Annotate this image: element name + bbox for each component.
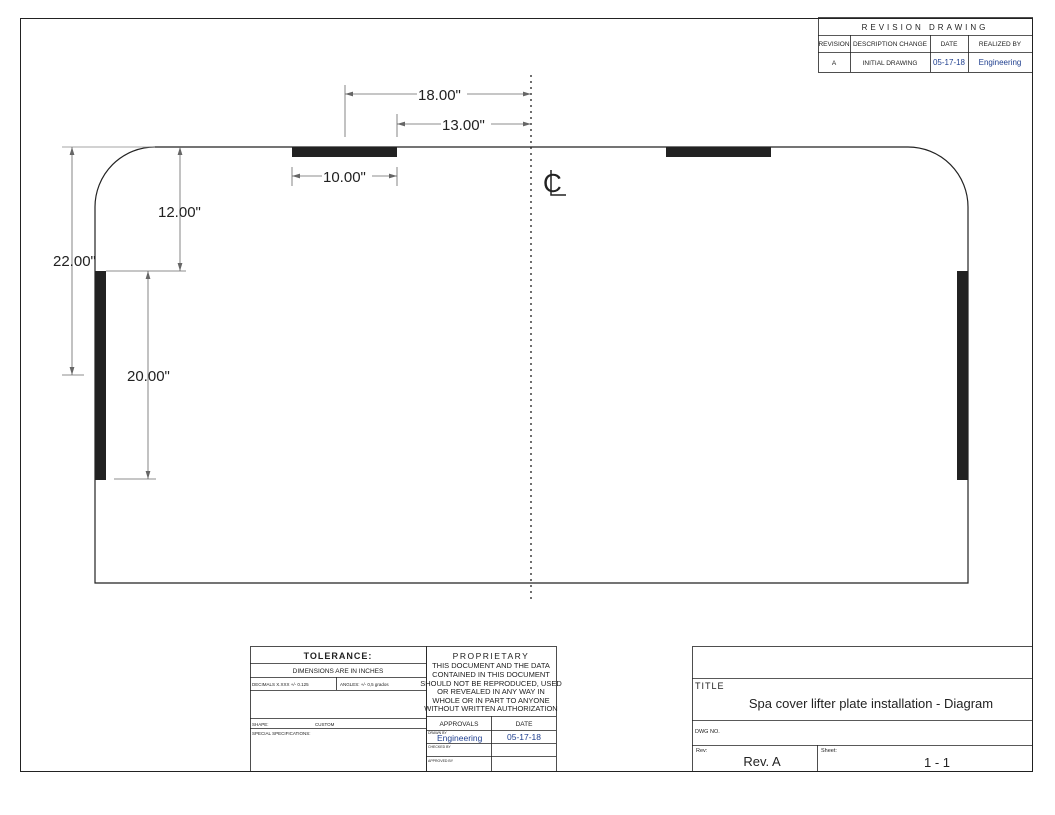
approvals-header: APPROVALS <box>440 721 480 728</box>
proprietary-line: SHOULD NOT BE REPRODUCED, USED <box>420 679 562 688</box>
spa-cover-outline <box>94 146 969 584</box>
checked-by-label: CHECKED BY <box>428 745 451 749</box>
rev-cell-description: INITIAL DRAWING <box>863 60 918 67</box>
shape-label: SHAPE: <box>252 722 269 727</box>
approved-by-label: APPROVED BY <box>428 759 454 763</box>
title-block <box>692 646 1033 772</box>
special-specifications: SPECIAL SPECIFICATIONS: <box>252 731 311 736</box>
dim-13: 13.00" <box>442 117 485 134</box>
plate-top-right <box>666 147 771 157</box>
sheet-value: 1 - 1 <box>924 755 950 770</box>
rev-cell-revision: A <box>832 60 837 67</box>
proprietary-title: PROPRIETARY <box>453 651 530 661</box>
proprietary-line: WHOLE OR IN PART TO ANYONE <box>432 696 549 705</box>
proprietary-line: OR REVEALED IN ANY WAY IN <box>437 687 545 696</box>
drawn-by-label: DRAWN BY <box>428 731 447 735</box>
plate-top-left <box>292 147 397 157</box>
tolerance-units: DIMENSIONS ARE IN INCHES <box>293 668 384 675</box>
tolerance-angles: ANGLES: +/- 0,5 grados <box>340 682 389 687</box>
proprietary-line: CONTAINED IN THIS DOCUMENT <box>432 670 550 679</box>
revision-table-title: REVISION DRAWING <box>862 23 989 32</box>
drawn-by: Engineering <box>437 733 483 743</box>
date-header: DATE <box>516 721 534 728</box>
shape-value: CUSTOM <box>315 722 335 727</box>
proprietary-line: THIS DOCUMENT AND THE DATA <box>432 661 550 670</box>
tolerance-title: TOLERANCE: <box>304 651 373 661</box>
proprietary-line: WITHOUT WRITTEN AUTHORIZATION <box>424 704 557 713</box>
proprietary-block <box>426 646 557 772</box>
dim-10: 10.00" <box>323 169 366 186</box>
plate-right <box>957 271 968 480</box>
centerline-symbol: C <box>543 168 566 198</box>
rev-header-date: DATE <box>941 41 959 48</box>
rev-cell-date: 05-17-18 <box>933 58 966 67</box>
dwg-no-label: DWG NO. <box>695 729 720 735</box>
plate-left <box>95 271 106 480</box>
rev-header-description: DESCRIPTION CHANGE <box>853 41 928 48</box>
rev-header-realized: REALIZED BY <box>979 41 1022 48</box>
drawing-title: Spa cover lifter plate installation - Di… <box>749 696 993 711</box>
rev-value: Rev. A <box>743 754 781 769</box>
tolerance-block <box>250 646 427 772</box>
centerline-c: C <box>543 168 562 198</box>
drawn-date: 05-17-18 <box>507 732 541 742</box>
rev-header-revision: REVISION <box>818 41 849 48</box>
rev-cell-realized: Engineering <box>979 58 1022 67</box>
rev-label: Rev: <box>696 748 708 754</box>
dim-18: 18.00" <box>418 87 461 104</box>
title-label: TITLE <box>695 681 725 691</box>
dim-12: 12.00" <box>158 204 201 221</box>
dim-22: 22.00" <box>53 253 96 270</box>
sheet-label: Sheet: <box>821 748 837 754</box>
dim-20: 20.00" <box>127 368 170 385</box>
revision-table <box>818 17 1033 73</box>
tolerance-decimals: DECIMALS X.XXX +/- 0.125 <box>252 682 309 687</box>
